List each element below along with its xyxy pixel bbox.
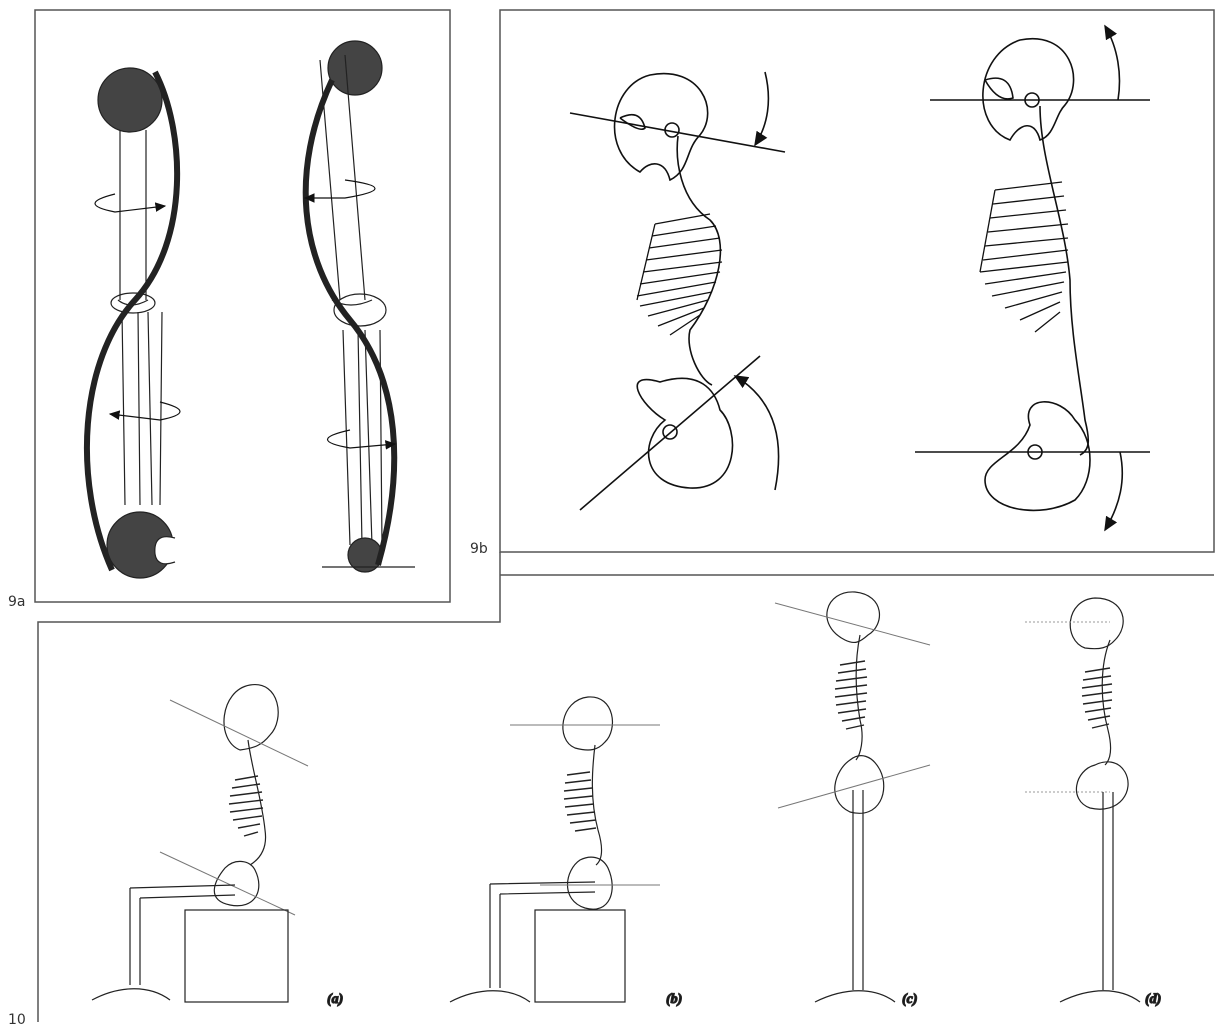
bone-shaft-upper-left [118,130,148,305]
rib-cage [229,776,263,836]
panel-10: 10 (a) [8,552,1214,1026]
subfigure-c: (c) [775,592,930,1007]
lower-leg [130,888,140,985]
seat-box [535,910,625,1002]
skull [1070,598,1123,649]
foot-curve [92,989,170,1000]
guide-line-pelvis [778,765,930,808]
subfigure-a-label: (a) [327,992,343,1007]
panel-9a-label: 9a [8,594,26,610]
spine [592,745,601,865]
panel-9b-frame [500,10,1214,552]
leg [853,790,863,990]
guide-line-pelvis [160,852,295,915]
rib-cage [1082,668,1112,728]
rotation-arrow-icon [305,180,375,198]
foot-curve [450,991,530,1002]
thigh [490,882,595,894]
subfigure-d: (d) [1025,598,1161,1007]
limb-right [306,41,415,572]
subfigure-b: (b) [450,697,682,1007]
thigh [130,885,235,898]
skull [827,592,880,643]
rib-cage [637,214,722,335]
guide-line-head [775,603,930,645]
joint-head-top-right [328,41,382,95]
rotation-arrow-icon [328,430,396,448]
subfigure-b-label: (b) [666,992,682,1007]
limb-left [87,68,177,578]
rotation-arrow-icon [110,402,180,420]
pelvis [637,378,732,488]
curved-arrow-icon [1105,452,1122,530]
pelvis [214,861,259,905]
skeleton-9b-left [570,74,785,510]
panel-10-label: 10 [8,1012,26,1026]
pelvis [1076,762,1128,809]
rib-cage [564,772,596,831]
spine [1102,640,1110,765]
rib-cage [835,661,867,729]
skull [563,697,613,750]
pelvis [568,857,613,909]
subfigure-a: (a) [92,685,343,1007]
spine [248,740,266,865]
skull [224,685,278,750]
spine [856,635,862,760]
rotation-arrow-icon [95,194,165,212]
seat-box [185,910,288,1002]
skull [615,74,708,180]
skeleton-9b-right [915,39,1150,511]
panel-9b-label: 9b [470,541,488,557]
guide-line-head [170,700,308,766]
foot-curve [815,991,895,1002]
bone-pair-lower-left [122,312,162,505]
rib-cage [980,182,1068,332]
subfigure-c-label: (c) [902,992,918,1007]
pelvis [985,402,1090,511]
jaw [985,78,1013,99]
curved-arrow-icon [755,72,768,145]
foot-curve [1060,991,1140,1002]
panel-9a: 9a [8,10,450,610]
spiral-band-left [87,72,177,570]
curved-arrow-icon [1105,26,1119,100]
skull [983,39,1074,140]
spine [677,136,720,385]
lower-leg [490,884,500,988]
leg [1103,792,1113,990]
panel-9b: 9b [470,10,1214,557]
curved-arrow-icon [735,376,779,490]
subfigure-d-label: (d) [1145,992,1161,1007]
joint-head-top-left [98,68,162,132]
joint-notch-left [155,537,175,564]
